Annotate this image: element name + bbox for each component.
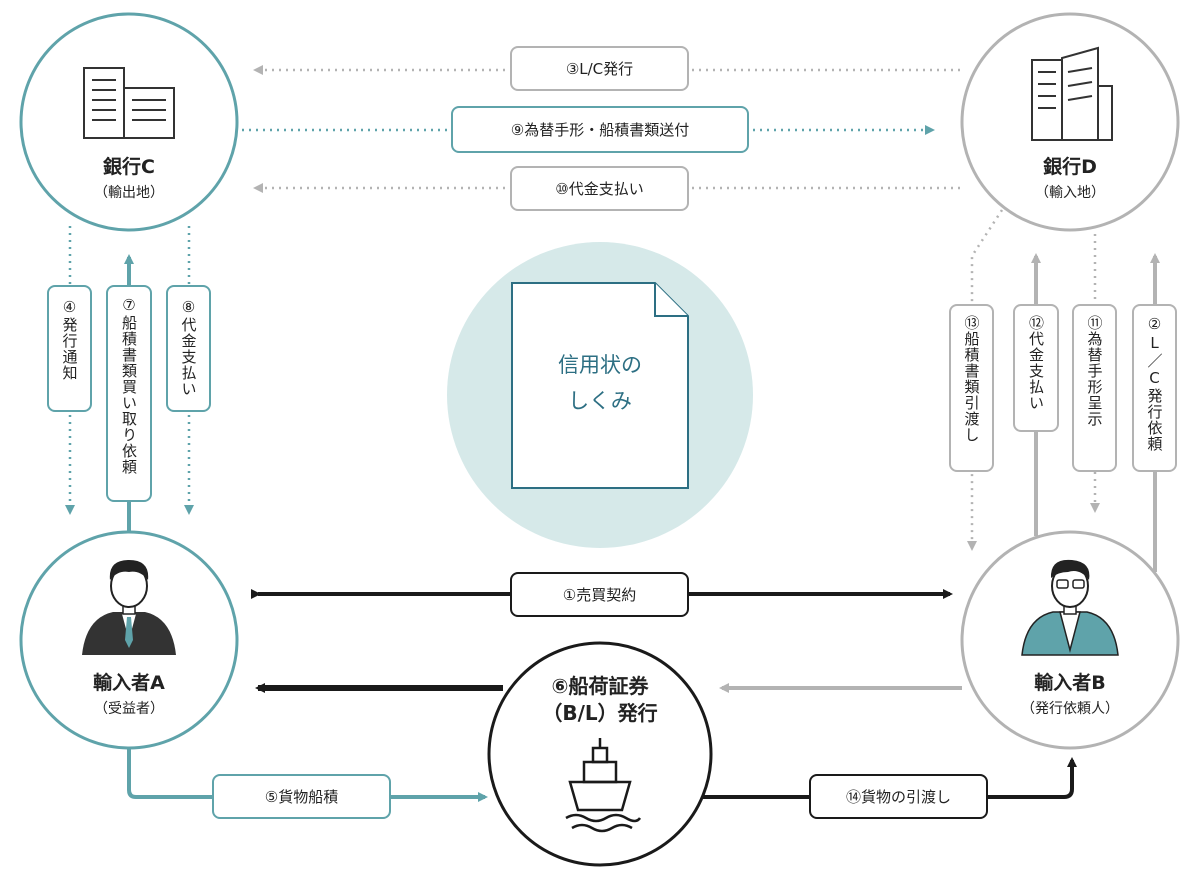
flow-11-text: ⑪為替手形呈示	[1086, 315, 1104, 427]
ship-icon	[565, 738, 642, 833]
flow-13-text: ⑬船積書類引渡し	[963, 315, 981, 443]
party-a-node: 輸入者A （受益者）	[19, 530, 239, 750]
flow-13-label: ⑬船積書類引渡し	[949, 304, 994, 472]
ship-title-line1: ⑥船荷証券	[552, 674, 650, 698]
flow-2-label: ②L／C発行依頼	[1132, 304, 1177, 472]
flow-14-line	[700, 757, 1077, 799]
flow-2-text: ②L／C発行依頼	[1146, 315, 1164, 452]
bank-c-node: 銀行C （輸出地）	[19, 12, 239, 232]
businessman-icon	[82, 560, 176, 655]
bank-d-sub: （輸入地）	[1035, 185, 1105, 201]
flow-5-line	[127, 742, 488, 802]
flow-4-text: ④発行通知	[61, 298, 79, 381]
flow-9-label: ⑨為替手形・船積書類送付	[451, 106, 749, 153]
bank-d-node: 銀行D （輸入地）	[960, 12, 1180, 232]
flow-8-label: ⑧代金支払い	[166, 285, 211, 412]
ship-node: ⑥船荷証券 （B/L）発行	[487, 641, 713, 867]
flow-14-label: ⑭貨物の引渡し	[809, 774, 988, 819]
flow-5-text: ⑤貨物船積	[265, 788, 338, 806]
party-b-sub: （発行依頼人）	[1021, 701, 1119, 717]
flow-7-label: ⑦船積書類買い取り依頼	[106, 285, 152, 502]
document-icon	[511, 282, 689, 489]
flow-7-text: ⑦船積書類買い取り依頼	[120, 296, 138, 475]
party-a-sub: （受益者）	[94, 701, 164, 717]
flow-12-text: ⑫代金支払い	[1027, 315, 1045, 411]
center-title-line1: 信用状の	[558, 353, 642, 377]
bank-c-title: 銀行C	[103, 155, 155, 178]
flow-10-text: ⑩代金支払い	[555, 180, 643, 198]
party-b-title: 輸入者B	[1034, 671, 1105, 694]
flow-14-text: ⑭貨物の引渡し	[846, 788, 951, 806]
businessman-icon	[1021, 559, 1119, 656]
flow-12-label: ⑫代金支払い	[1013, 304, 1059, 432]
flow-11-label: ⑪為替手形呈示	[1072, 304, 1117, 472]
flow-1-label: ①売買契約	[510, 572, 689, 617]
flow-5-label: ⑤貨物船積	[212, 774, 391, 819]
party-a-title: 輸入者A	[93, 671, 165, 694]
flow-9-text: ⑨為替手形・船積書類送付	[511, 121, 689, 139]
bank-d-title: 銀行D	[1043, 155, 1097, 178]
flow-3-label: ③L/C発行	[510, 46, 689, 91]
flow-10-label: ⑩代金支払い	[510, 166, 689, 211]
flow-4-label: ④発行通知	[47, 285, 92, 412]
building-icon	[83, 67, 175, 139]
flow-3-text: ③L/C発行	[566, 60, 633, 78]
building-icon	[1031, 46, 1113, 141]
bank-c-sub: （輸出地）	[94, 185, 164, 201]
center-title-line2: しくみ	[568, 389, 632, 413]
ship-title-line2: （B/L）発行	[542, 701, 657, 725]
flow-1-text: ①売買契約	[563, 586, 636, 604]
flow-8-text: ⑧代金支払い	[180, 298, 198, 397]
party-b-node: 輸入者B （発行依頼人）	[960, 530, 1180, 750]
